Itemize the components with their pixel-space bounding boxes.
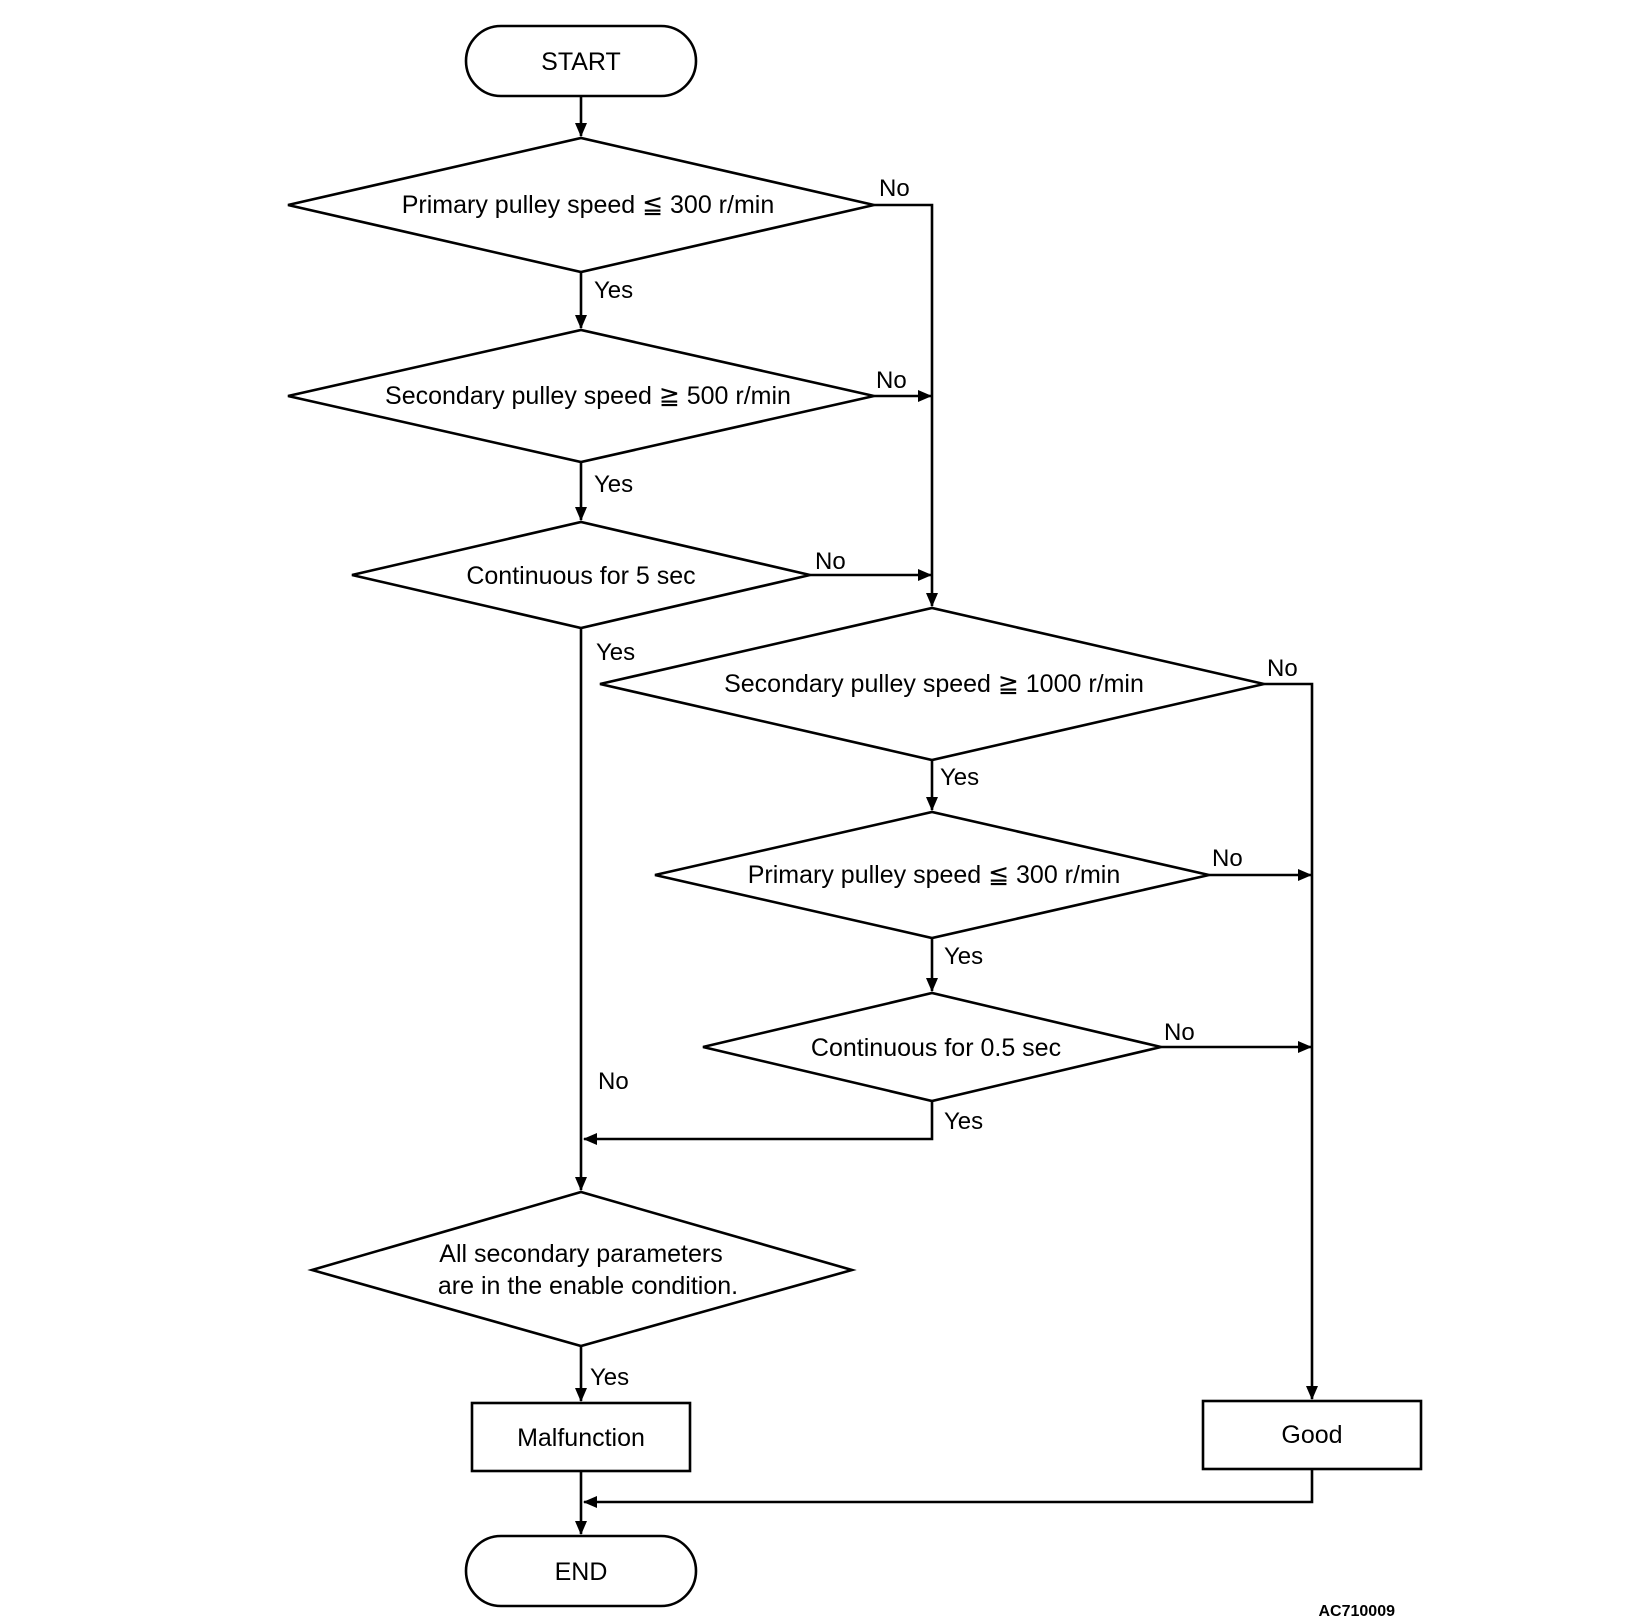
- edge-label-d5-no: No: [1212, 845, 1243, 872]
- good-label: Good: [1281, 1421, 1342, 1449]
- edge-label-d2-yes: Yes: [594, 471, 633, 498]
- edge-label-d4-yes: Yes: [940, 764, 979, 791]
- connector-d4-no: [1264, 682, 1318, 1400]
- decision-6-label: Continuous for 0.5 sec: [811, 1034, 1061, 1062]
- decision-secondary-parameters-enable: [307, 1190, 857, 1348]
- figure-code: AC710009: [1319, 1603, 1396, 1620]
- start-label: START: [541, 48, 621, 76]
- edge-label-d3-yes: Yes: [596, 639, 635, 666]
- edge-label-d1-yes: Yes: [594, 277, 633, 304]
- decision-2-label: Secondary pulley speed ≧ 500 r/min: [385, 382, 791, 410]
- decision-4-label: Secondary pulley speed ≧ 1000 r/min: [724, 670, 1144, 698]
- malfunction-label: Malfunction: [517, 1424, 645, 1452]
- decision-5-label: Primary pulley speed ≦ 300 r/min: [748, 861, 1121, 889]
- edge-label-d3-no: No: [815, 548, 846, 575]
- end-terminal: [464, 1534, 698, 1608]
- edge-label-d6-no: No: [1164, 1019, 1195, 1046]
- edge-label-d1-no: No: [879, 175, 910, 202]
- end-label: END: [555, 1558, 608, 1586]
- connector-d1-no: [874, 203, 938, 607]
- decision-7-label-line2: are in the enable condition.: [438, 1272, 738, 1300]
- good-box: [1201, 1399, 1423, 1471]
- edge-label-d6-yes: Yes: [944, 1108, 983, 1135]
- edge-label-d2-no: No: [876, 367, 907, 394]
- decision-3-label: Continuous for 5 sec: [466, 562, 695, 590]
- edge-label-d7-no: No: [598, 1068, 629, 1095]
- connector-good-end: [583, 1469, 1314, 1508]
- edge-label-d4-no: No: [1267, 655, 1298, 682]
- edge-label-d7-yes: Yes: [590, 1364, 629, 1391]
- connector-d6-yes: [583, 1101, 934, 1145]
- decision-1-label: Primary pulley speed ≦ 300 r/min: [402, 191, 775, 219]
- decision-7-label-line1: All secondary parameters: [439, 1240, 722, 1268]
- edge-label-d5-yes: Yes: [944, 943, 983, 970]
